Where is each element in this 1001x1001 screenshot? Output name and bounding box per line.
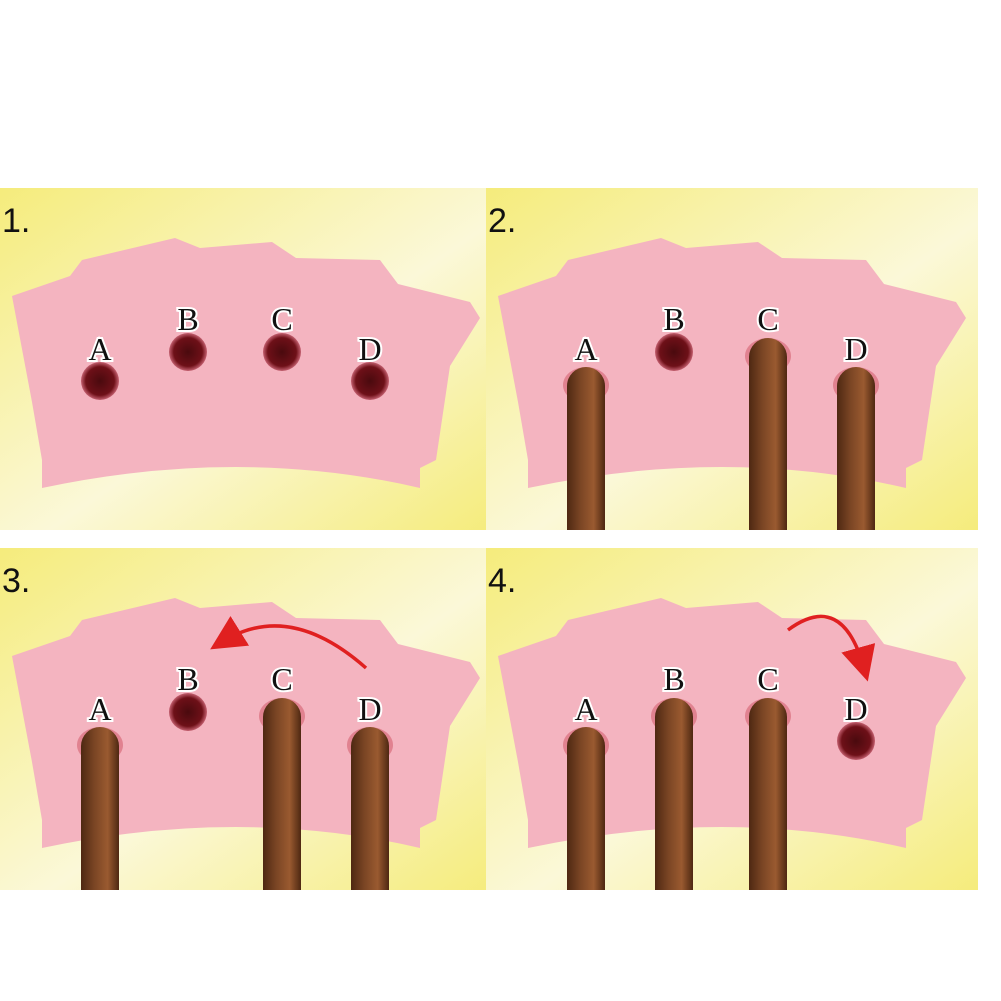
stick-a <box>81 727 119 890</box>
hole-a <box>81 362 119 400</box>
hole-b <box>169 693 207 731</box>
move-arrow <box>786 614 876 682</box>
hole-label-c: C <box>757 661 778 697</box>
hole-label-a: A <box>574 691 597 727</box>
hole-b <box>169 333 207 371</box>
stick-c <box>263 698 301 890</box>
hole-label-b: B <box>663 301 684 337</box>
hole-label-a: A <box>574 331 597 367</box>
hole-b <box>655 333 693 371</box>
pink-sheet <box>12 238 480 488</box>
stick-a <box>567 367 605 530</box>
stick-c <box>749 698 787 890</box>
step-number: 4. <box>488 562 516 600</box>
hole-label-a: A <box>88 331 111 367</box>
stick-d <box>837 367 875 530</box>
stick-d <box>351 727 389 890</box>
diagram-canvas: A B C D 1. <box>0 188 492 530</box>
hole-label-d: D <box>844 331 867 367</box>
hole-label-b: B <box>177 661 198 697</box>
step-panel-3: A B C D 3. <box>0 548 492 890</box>
step-panel-4: A B C D 4. <box>486 548 978 890</box>
move-arrow <box>210 616 368 670</box>
hole-label-c: C <box>271 301 292 337</box>
hole-d <box>837 722 875 760</box>
hole-d <box>351 362 389 400</box>
hole-label-d: D <box>844 691 867 727</box>
stick-c <box>749 338 787 530</box>
step-panel-1: A B C D 1. <box>0 188 492 530</box>
hole-label-d: D <box>358 691 381 727</box>
step-number: 1. <box>2 202 30 240</box>
hole-label-b: B <box>177 301 198 337</box>
hole-label-b: B <box>663 661 684 697</box>
diagram-canvas: A B C D 2. <box>486 188 978 530</box>
step-number: 2. <box>488 202 516 240</box>
diagram-canvas: A B C D 3. <box>0 548 492 890</box>
hole-label-a: A <box>88 691 111 727</box>
hole-label-c: C <box>271 661 292 697</box>
step-number: 3. <box>2 562 30 600</box>
hole-label-c: C <box>757 301 778 337</box>
stick-a <box>567 727 605 890</box>
diagram-canvas: A B C D 4. <box>486 548 978 890</box>
stick-b <box>655 698 693 890</box>
step-panel-2: A B C D 2. <box>486 188 978 530</box>
hole-label-d: D <box>358 331 381 367</box>
hole-c <box>263 333 301 371</box>
